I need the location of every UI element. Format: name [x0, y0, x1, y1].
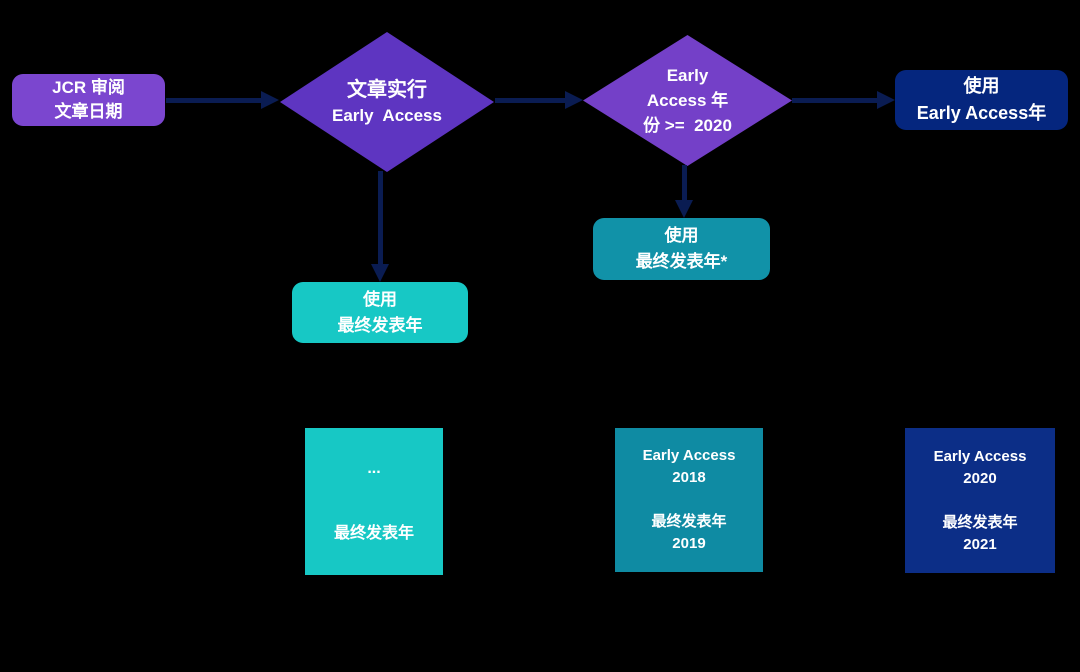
node-text-line: 最终发表年 — [333, 525, 414, 542]
node-text-line: 最终发表年* — [635, 252, 728, 271]
node-use-early-access-year: 使用 Early Access年 — [895, 70, 1068, 130]
arrowhead-right-icon — [261, 91, 279, 109]
node-text-line: 文章日期 — [54, 102, 123, 121]
node-text-block: Early Access 2018 最终发表年 2019 — [642, 447, 736, 552]
arrow-decision1-to-use-final-year — [371, 171, 389, 282]
arrow-decision1-to-decision2 — [495, 91, 583, 109]
arrow-shaft — [495, 97, 565, 103]
arrow-shaft — [377, 171, 383, 264]
arrowhead-down-icon — [371, 264, 389, 282]
arrow-start-to-decision1 — [166, 91, 279, 109]
arrow-shaft — [681, 165, 687, 200]
arrow-decision2-to-use-final-year-note — [675, 165, 693, 218]
arrow-shaft — [166, 97, 261, 103]
arrowhead-down-icon — [675, 200, 693, 218]
node-text-line: Early — [666, 66, 709, 85]
node-text-line: 使用 — [363, 289, 397, 309]
decision-article-has-early-access: 文章实行 Early Access — [280, 32, 494, 172]
node-text-block: Early Access 2020 最终发表年 2021 — [933, 447, 1027, 553]
arrow-shaft — [792, 97, 877, 103]
example-square-ea2018-final2019: Early Access 2018 最终发表年 2019 — [615, 428, 763, 572]
example-square-generic-final-year: ... 最终发表年 — [305, 428, 443, 575]
node-text-line: 使用 — [664, 226, 699, 245]
node-jcr-review-article-date: JCR 审阅 文章日期 — [12, 74, 165, 126]
arrowhead-right-icon — [877, 91, 895, 109]
decision-early-access-year-gte-2020: Early Access 年 份 >= 2020 — [583, 35, 792, 166]
node-use-final-publication-year-note: 使用 最终发表年* — [593, 218, 770, 280]
node-text-line: Access 年 — [646, 91, 729, 110]
node-text-line: 文章实行 — [347, 79, 427, 101]
node-text-line: JCR 审阅 — [52, 78, 125, 97]
arrow-decision2-to-use-ea-year — [792, 91, 895, 109]
arrowhead-right-icon — [565, 91, 583, 109]
node-text-line: Early Access — [332, 106, 442, 125]
node-text-line: Early Access年 — [916, 103, 1047, 123]
node-text-line: 使用 — [963, 76, 1000, 96]
example-square-ea2020-final2021: Early Access 2020 最终发表年 2021 — [905, 428, 1055, 573]
node-text-line: 最终发表年 — [337, 315, 423, 335]
node-text-line: ... — [367, 460, 381, 477]
node-use-final-publication-year: 使用 最终发表年 — [292, 282, 468, 343]
node-text-line: 份 >= 2020 — [643, 116, 732, 135]
